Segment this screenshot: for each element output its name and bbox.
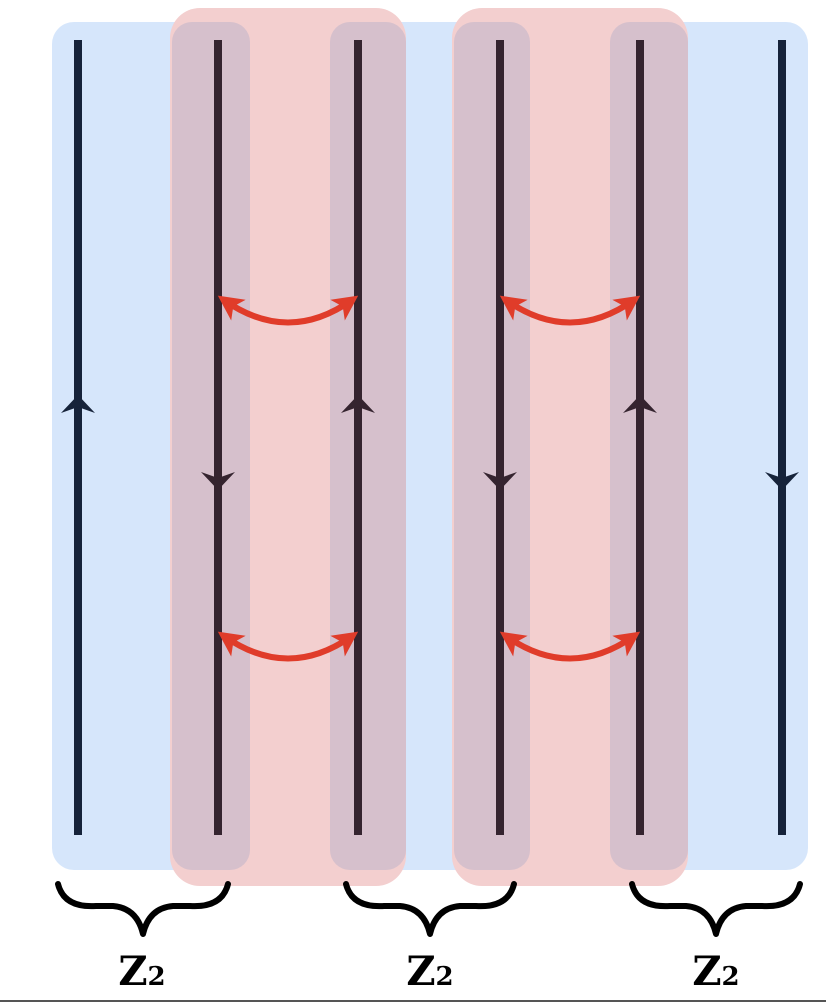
group-label-1: Z2 (82, 948, 202, 995)
brace-3 (629, 881, 803, 937)
wire-6-arrow-down-icon (765, 472, 799, 490)
brace-1 (55, 881, 231, 937)
wire-highlight-2 (172, 22, 250, 870)
coupling-arrow-1-1 (217, 295, 359, 326)
outer-region (52, 22, 808, 870)
group-label-3-subscript: 2 (721, 962, 740, 992)
coupling-arrow-2-1 (499, 295, 641, 326)
wire-3-arrow-up-icon (341, 395, 375, 413)
wire-highlight-5 (610, 22, 688, 870)
group-label-3-text: Z (692, 948, 722, 995)
wire-highlight-3 (330, 22, 406, 870)
coupling-arrow-1-2 (217, 631, 359, 662)
group-label-2-text: Z (406, 948, 436, 995)
wire-1-arrow-up-icon (61, 395, 95, 413)
group-label-1-text: Z (118, 948, 148, 995)
group-label-2: Z2 (370, 948, 490, 995)
bottom-divider (0, 1000, 826, 1002)
wire-4-arrow-down-icon (483, 472, 517, 490)
coupling-arrow-2-2 (499, 631, 641, 662)
group-label-3: Z2 (656, 948, 776, 995)
group-label-2-subscript: 2 (435, 962, 454, 992)
brace-2 (343, 881, 517, 937)
wire-5-arrow-up-icon (623, 395, 657, 413)
wire-2-arrow-down-icon (201, 472, 235, 490)
group-label-1-subscript: 2 (147, 962, 166, 992)
wire-highlight-4 (454, 22, 530, 870)
